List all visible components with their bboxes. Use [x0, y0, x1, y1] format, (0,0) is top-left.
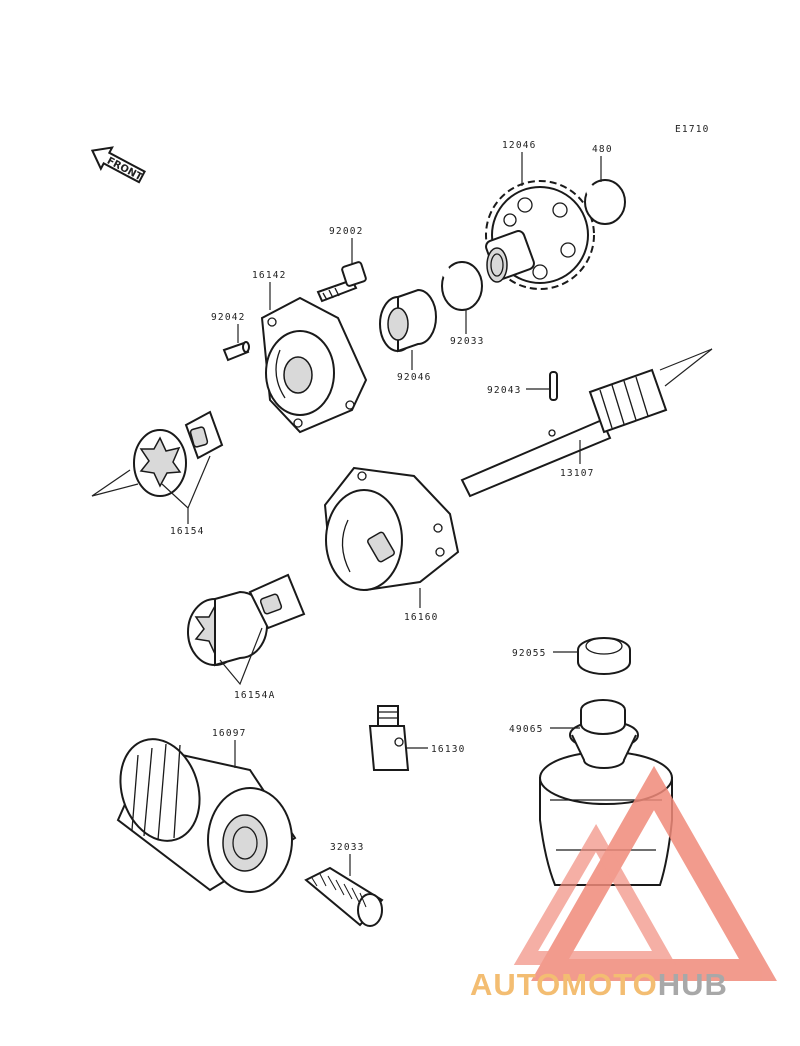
label-92043: 92043	[487, 385, 550, 396]
pump-cover-16142	[260, 296, 368, 434]
watermark-brand: AUTOMOTOHUB	[470, 967, 728, 1002]
label-16097: 16097	[212, 728, 247, 768]
oil-filter-16097	[116, 738, 297, 893]
watermark-logo: AUTOMOTOHUB	[470, 765, 777, 1002]
label-92055: 92055	[512, 648, 578, 659]
svg-text:49065: 49065	[509, 724, 544, 735]
dowel-pin-92042	[222, 341, 250, 362]
spring-32033	[304, 866, 384, 927]
svg-text:16154: 16154	[170, 526, 205, 537]
svg-text:92055: 92055	[512, 648, 547, 659]
bolt-92002	[316, 261, 367, 303]
label-92002: 92002	[329, 226, 364, 264]
label-13107: 13107	[560, 440, 595, 479]
svg-text:92002: 92002	[329, 226, 364, 237]
label-32033: 32033	[330, 842, 365, 876]
front-arrow-icon: FRONT	[90, 146, 146, 184]
rotor-set-16154	[91, 410, 224, 497]
label-16154: 16154	[161, 455, 211, 537]
svg-text:92043: 92043	[487, 385, 522, 396]
svg-text:32033: 32033	[330, 842, 365, 853]
svg-text:16154A: 16154A	[234, 690, 276, 701]
rotor-set-16154A	[187, 573, 306, 667]
sprocket-gear	[485, 180, 595, 290]
diagram-ref-code: E1710	[675, 124, 710, 135]
svg-text:92042: 92042	[211, 312, 246, 323]
label-49065: 49065	[509, 724, 580, 735]
svg-text:16160: 16160	[404, 612, 439, 623]
label-480: 480	[592, 144, 613, 182]
pump-shaft-13107	[460, 348, 713, 498]
bearing-92046	[379, 288, 437, 353]
label-12046: 12046	[502, 140, 537, 186]
pin-92043	[549, 371, 558, 401]
svg-text:16142: 16142	[252, 270, 287, 281]
svg-text:16097: 16097	[212, 728, 247, 739]
label-92042: 92042	[211, 312, 246, 343]
svg-text:13107: 13107	[560, 468, 595, 479]
circlip-92033	[441, 261, 483, 311]
label-16154A: 16154A	[219, 627, 276, 701]
svg-text:12046: 12046	[502, 140, 537, 151]
svg-text:16130: 16130	[431, 744, 466, 755]
front-label: FRONT	[105, 156, 144, 184]
circlip-480	[584, 179, 626, 225]
cap-92055	[577, 637, 631, 675]
svg-text:92033: 92033	[450, 336, 485, 347]
label-92046: 92046	[397, 350, 432, 383]
label-16130: 16130	[406, 744, 466, 755]
label-16160: 16160	[404, 588, 439, 623]
pump-body-16160	[323, 466, 460, 592]
label-16142: 16142	[252, 270, 287, 310]
fitting-16130	[368, 705, 410, 771]
label-92033: 92033	[450, 310, 485, 347]
svg-text:480: 480	[592, 144, 613, 155]
svg-text:92046: 92046	[397, 372, 432, 383]
